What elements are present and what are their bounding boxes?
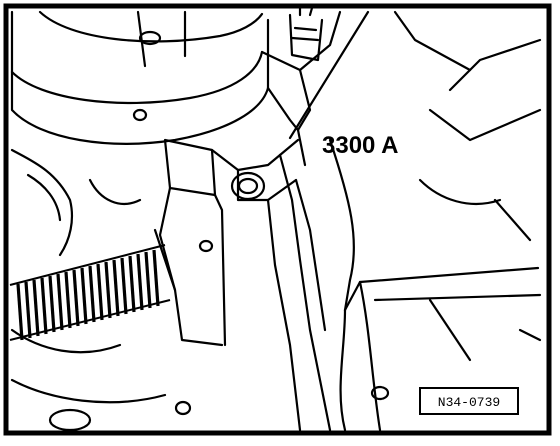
tool-label: 3300 A (322, 132, 399, 159)
figure-code-box (419, 387, 519, 415)
top-bolt (288, 6, 324, 62)
right-housing (174, 10, 542, 432)
tool-bar (266, 128, 332, 432)
figure-code: N34-0739 (438, 395, 500, 410)
outer-frame (3, 3, 552, 436)
tool-clamp (153, 138, 300, 347)
threaded-spindle (9, 244, 171, 341)
label-leader-line (288, 10, 370, 140)
left-housing (10, 148, 167, 432)
